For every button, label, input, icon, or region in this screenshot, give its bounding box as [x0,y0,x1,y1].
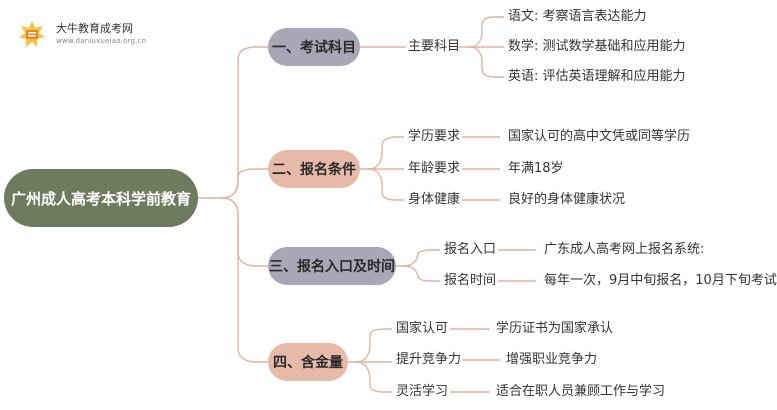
leaf-english: 英语: 评估英语理解和应用能力 [508,69,686,84]
sub-node-flexible-learning: 灵活学习 [396,384,449,399]
logo-url: www.daniuxueiao.org.cn [56,37,147,45]
leaf-math: 数学: 测试数学基础和应用能力 [508,39,686,54]
sub-node-national-recognition: 国家认可 [396,321,449,336]
leaf-flexible-learning: 适合在职人员兼顾工作与学习 [496,384,666,399]
sub-node-health: 身体健康 [408,192,461,207]
sub-node-education-requirement: 学历要求 [408,129,461,144]
sub-node-main-subjects: 主要科目 [408,39,461,54]
site-logo: 大牛教育成考网 www.daniuxueiao.org.cn [18,16,146,52]
branch-registration-entry-time: 三、报名入口及时间 [268,247,396,285]
mind-map: 大牛教育成考网 www.daniuxueiao.org.cn 广州成人高考本科学… [4,9,777,399]
sub-node-registration-time: 报名时间 [444,273,497,288]
leaf-health: 良好的身体健康状况 [508,192,626,207]
root-node: 广州成人高考本科学前教育 [4,169,198,227]
branch-exam-subjects: 一、考试科目 [268,28,360,66]
sub-node-competitiveness: 提升竞争力 [396,352,462,367]
logo-name: 大牛教育成考网 [56,22,133,35]
branch-value: 四、含金量 [268,343,348,381]
leaf-education-requirement: 国家认可的高中文凭或同等学历 [508,129,691,144]
leaf-registration-entry: 广东成人高考网上报名系统: [544,242,705,257]
sub-node-registration-entry: 报名入口 [444,242,497,257]
leaf-national-recognition: 学历证书为国家承认 [496,321,614,336]
logo-badge-icon [19,21,45,47]
branch-registration-conditions: 二、报名条件 [268,150,360,188]
leaf-competitiveness: 增强职业竞争力 [506,352,598,367]
connector-lines [198,16,536,393]
sub-node-age-requirement: 年龄要求 [408,161,461,176]
leaf-age-requirement: 年满18岁 [508,161,564,176]
leaf-chinese: 语文: 考察语言表达能力 [508,9,647,24]
leaf-registration-time: 每年一次，9月中旬报名，10月下旬考试 [544,273,777,288]
